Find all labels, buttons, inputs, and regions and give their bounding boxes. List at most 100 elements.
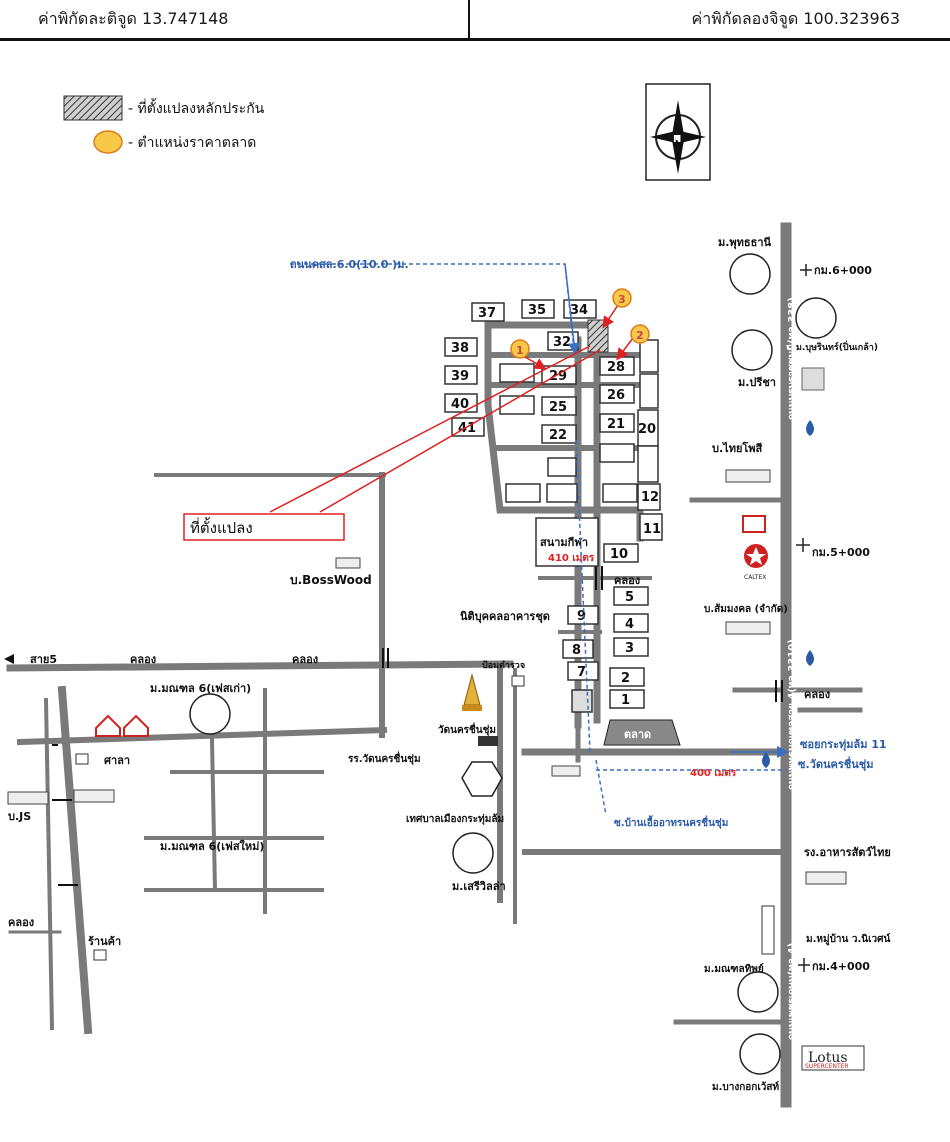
- canal-label: คลอง: [804, 688, 830, 701]
- phutthathani-label: ม.พุทธธานี: [718, 236, 772, 250]
- km-markers: [796, 264, 812, 972]
- honda-icon: [742, 515, 766, 533]
- temple-label: วัดนครชื่นชุ่ม: [438, 722, 496, 736]
- map-legend: - ที่ตั้งแปลงหลักประกัน - ตำแหน่งราคาตลา…: [63, 95, 265, 154]
- lot-number: 1: [621, 693, 630, 708]
- market-building: ตลาด: [603, 719, 681, 746]
- stadium-label: สนามกีฬา: [540, 536, 588, 549]
- distance-400-label: 400 เมตร: [690, 768, 737, 779]
- marker-1: [510, 339, 530, 359]
- mondon6-new-label: ม.มณฑล 6(เฟสใหม่): [160, 839, 264, 853]
- condo-label: นิติบุคคลอาคารชุด: [460, 610, 550, 624]
- longitude-label: ค่าพิกัดลองจิจูด 100.323963: [691, 8, 900, 28]
- preecha-label: ม.ปรีชา: [738, 376, 776, 389]
- municipality-icon: [461, 761, 503, 797]
- mondon6-old-label: ม.มณฑล 6(เฟสเก่า): [150, 682, 251, 695]
- lot-number: 35: [528, 303, 546, 318]
- lot-number: 9: [577, 609, 586, 624]
- sala-label: ศาลา: [104, 754, 130, 767]
- svg-text:3: 3: [618, 293, 626, 306]
- lot-number: 5: [625, 590, 634, 605]
- svg-text:1: 1: [516, 344, 524, 357]
- factory-icons: [7, 469, 847, 885]
- lot-number: 20: [638, 422, 656, 437]
- plot-callout: ที่ตั้งแปลง: [183, 513, 345, 541]
- lot-number: 3: [625, 641, 634, 656]
- building-icon: [801, 367, 825, 391]
- lot-number: 32: [553, 335, 571, 350]
- lot-number: 4: [625, 617, 634, 632]
- marker-3: [612, 288, 632, 308]
- shop-label: ร้านค้า: [88, 935, 121, 948]
- plot-legend-swatch: [63, 95, 123, 121]
- sommongkol-label: บ.ส้มมงคล (จำกัด): [704, 603, 788, 615]
- houses-icon: [95, 714, 149, 737]
- lot-number: 22: [549, 428, 567, 443]
- lot-number: 40: [451, 397, 469, 412]
- lot-number: 2: [621, 671, 630, 686]
- lot-number: 25: [549, 400, 567, 415]
- coordinate-header: ค่าพิกัดละติจูด 13.747148 ค่าพิกัดลองจิจ…: [0, 0, 950, 41]
- km6-label: กม.6+000: [814, 264, 872, 277]
- caltex-icon: CALTEX: [744, 544, 768, 581]
- road-arrow-west: [4, 654, 14, 664]
- distance-410-label: 410 เมตร: [548, 553, 595, 564]
- road-4-label: ถนนเพชรเกษม(ทล.4): [787, 943, 798, 1040]
- lot-number: 11: [643, 522, 661, 537]
- lot-number: 26: [607, 388, 625, 403]
- seriwilla-label: ม.เสรีวิลล่า: [452, 880, 506, 893]
- marker-2: [630, 324, 650, 344]
- lot-number: 12: [641, 490, 659, 505]
- burirom-label: ม.บุษรินทร์(ปิ่นเกล้า): [796, 340, 878, 353]
- market-label: ตลาด: [624, 728, 651, 741]
- canal-bridges: [52, 566, 783, 886]
- animal-feed-label: รง.อาหารสัตว์ไทย: [804, 845, 891, 859]
- svg-text:CALTEX: CALTEX: [744, 574, 766, 581]
- food-village-label: ซ.บ้านเอื้ออาทรนครชื่นชุ่ม: [614, 815, 728, 829]
- sai5-label: สาย5: [30, 653, 57, 666]
- canal-label: คลอง: [130, 653, 156, 666]
- lot-number: 37: [478, 306, 496, 321]
- school-icon: [478, 736, 498, 746]
- svg-text:2: 2: [636, 329, 644, 342]
- lot-number: 39: [451, 369, 469, 384]
- lot-number: 34: [570, 303, 588, 318]
- callout-label: ที่ตั้งแปลง: [190, 517, 253, 537]
- road-3310-label: ถนนพุทธมณฑลสาย 4(ทล.3310): [787, 639, 798, 790]
- lot-numbers: 37 35 34 32 38 39 40 41 29 28 26 25 21 2…: [451, 303, 661, 708]
- mail-icons: [75, 675, 525, 961]
- village-label: ม.หมู่บ้าน ว.นิเวศน์: [806, 933, 890, 946]
- road-width-label: ถนนคสล.6.0(10.0 )ม.: [290, 258, 409, 271]
- lot-number: 21: [607, 417, 625, 432]
- lot-number: 29: [549, 369, 567, 384]
- canal-label: คลอง: [292, 653, 318, 666]
- building-icon: [761, 905, 775, 955]
- lot-number: 28: [607, 360, 625, 375]
- red-callout-lines: [269, 345, 601, 513]
- thaiposri-label: บ.ไทยโพสี: [712, 441, 763, 455]
- road-arrow-north: [781, 222, 791, 232]
- lot-number: 8: [572, 643, 581, 658]
- compass-letter: N: [673, 134, 681, 145]
- police-label: ป้อมตำรวจ: [482, 660, 525, 671]
- market-legend-label: - ตำแหน่งราคาตลาด: [128, 135, 256, 151]
- canal-label: คลอง: [614, 574, 640, 587]
- north-compass-icon: N: [645, 83, 711, 181]
- js-label: บ.JS: [8, 810, 31, 823]
- lot-number: 10: [610, 547, 628, 562]
- lot-number: 38: [451, 341, 469, 356]
- village-circles: [189, 253, 837, 1075]
- bangkokwest-label: ม.บางกอกเว้สท์: [712, 1081, 779, 1093]
- temple-icon: [462, 673, 482, 711]
- road-338-label: ถนนบรมราชชนนี(ทล.338): [786, 297, 798, 420]
- market-markers: 1 2 3: [510, 288, 650, 359]
- svg-text:Lotus: Lotus: [808, 1050, 848, 1066]
- municipality-label: เทศบาลเมืองกระทุ่มล้ม: [406, 813, 504, 825]
- market-legend-swatch: [93, 130, 123, 154]
- stadium: สนามกีฬา 410 เมตร: [535, 517, 599, 567]
- junction-label: ซ.วัดนครชื่นชุ่ม: [798, 756, 873, 772]
- lot-number: 7: [577, 665, 586, 680]
- lotus-logo: Lotus SUPERCENTER: [801, 1045, 865, 1071]
- road-arrow-south: [781, 1098, 791, 1108]
- latitude-label: ค่าพิกัดละติจูด 13.747148: [0, 0, 470, 38]
